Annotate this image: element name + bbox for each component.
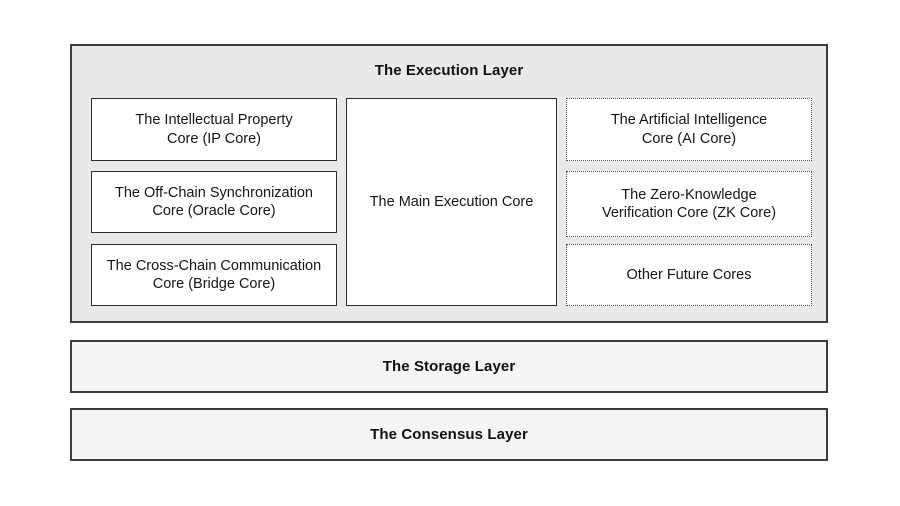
- execution-layer-title: The Execution Layer: [374, 62, 524, 79]
- core-box-artificial-intelligence: The Artificial Intelligence Core (AI Cor…: [566, 98, 812, 161]
- consensus-layer-title: The Consensus Layer: [370, 426, 528, 443]
- core-box-intellectual-property: The Intellectual Property Core (IP Core): [91, 98, 337, 161]
- core-box-off-chain-synchronization: The Off-Chain Synchronization Core (Orac…: [91, 171, 337, 233]
- consensus-layer-container: The Consensus Layer: [70, 408, 828, 461]
- storage-layer-container: The Storage Layer: [70, 340, 828, 393]
- core-box-other-future-cores: Other Future Cores: [566, 244, 812, 306]
- core-box-main-execution: The Main Execution Core: [346, 98, 557, 306]
- core-box-zero-knowledge-verification: The Zero-Knowledge Verification Core (ZK…: [566, 171, 812, 237]
- execution-layer-container: The Execution Layer The Intellectual Pro…: [70, 44, 828, 323]
- storage-layer-title: The Storage Layer: [382, 358, 516, 375]
- core-box-cross-chain-communication: The Cross-Chain Communication Core (Brid…: [91, 244, 337, 306]
